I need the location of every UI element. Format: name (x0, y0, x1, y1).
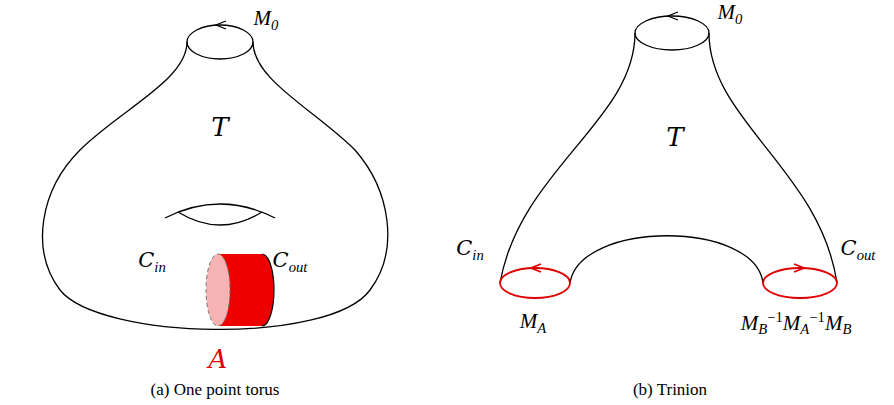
text-part: C (841, 236, 857, 260)
text-part: (b) Trinion (633, 380, 707, 399)
text-part: T (666, 122, 683, 152)
text-part: 0 (271, 17, 278, 33)
curve-label: Cout (841, 237, 876, 263)
text-part: −1 (809, 309, 825, 325)
boundary-circles (500, 264, 837, 298)
text-part: 0 (735, 11, 742, 27)
text-part: T (211, 112, 228, 142)
text-part: M (783, 311, 801, 335)
text-part: −1 (767, 309, 783, 325)
text-part: M (254, 6, 272, 30)
text-part: C (273, 248, 289, 272)
text-part: out (289, 259, 308, 275)
orientation-arrow (668, 12, 678, 20)
text-part: C (456, 236, 472, 260)
surface-label: T (211, 113, 228, 143)
curve-label: Cout (273, 249, 308, 275)
text-part: C (138, 248, 154, 272)
holonomy-label: M0 (718, 1, 743, 27)
holonomy-label: M0 (254, 7, 279, 33)
holonomy-label: MB−1MA−1MB (741, 309, 852, 338)
text-part: M (718, 0, 736, 24)
text-part: A (537, 320, 546, 336)
text-part: M (741, 311, 759, 335)
trinion-surface (500, 16, 837, 283)
text-part: M (825, 311, 843, 335)
text-part: (a) One point torus (151, 380, 280, 399)
text-part: A (209, 344, 228, 374)
text-part: A (800, 321, 809, 337)
text-part: M (520, 309, 538, 333)
annulus-label: A (209, 345, 228, 375)
text-part: out (857, 247, 876, 263)
annulus (206, 254, 274, 326)
curve-label: Cin (456, 237, 484, 263)
curve-label: Cin (138, 249, 166, 275)
text-part: B (758, 321, 767, 337)
text-part: in (472, 247, 483, 263)
text-part: in (154, 259, 165, 275)
orientation-arrow (216, 21, 226, 29)
surface-label: T (666, 123, 683, 153)
caption: (a) One point torus (151, 381, 280, 400)
text-part: B (842, 321, 851, 337)
caption: (b) Trinion (633, 381, 707, 400)
holonomy-label: MA (520, 310, 546, 336)
torus-surface (43, 25, 388, 329)
